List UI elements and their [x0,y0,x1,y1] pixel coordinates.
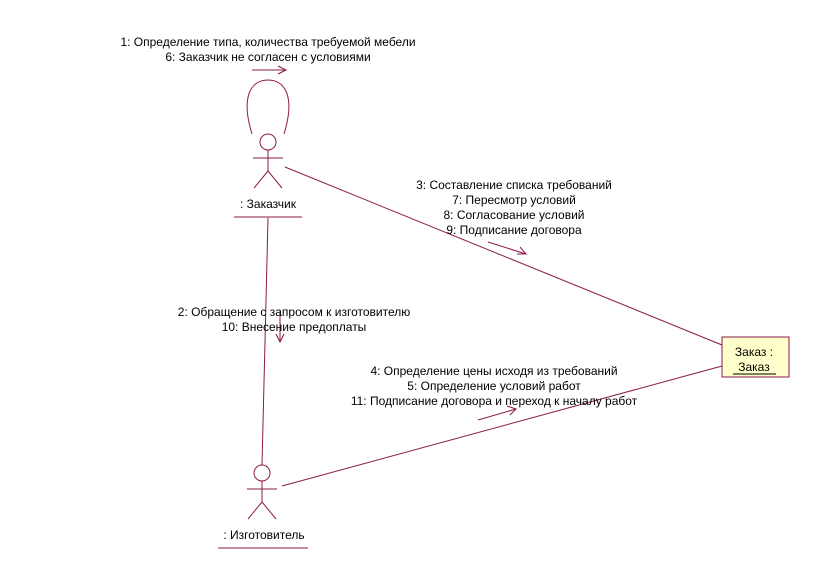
actor-icon [247,464,277,520]
self-message-arrow-icon [252,65,288,75]
message-label: 1: Определение типа, количества требуемо… [120,35,415,49]
message-label: 6: Заказчик не согласен с условиями [165,50,370,64]
actor-customer-label: : Заказчик [240,197,297,211]
customer-to-manufacturer-arrow-icon [275,310,285,344]
message-group-self: 1: Определение типа, количества требуемо… [120,35,415,64]
actor-manufacturer[interactable]: : Изготовитель [218,464,308,549]
message-group-customer-manufacturer: 2: Обращение с запросом к изготовителю 1… [178,305,410,334]
message-label: 2: Обращение с запросом к изготовителю [178,305,410,319]
message-label: 11: Подписание договора и переход к нача… [351,394,638,408]
object-order-box [721,336,790,378]
message-label: 5: Определение условий работ [407,379,581,393]
link-manufacturer-order [281,365,723,487]
manufacturer-to-order-arrow-icon [477,405,517,421]
object-order-name: Заказ : [735,345,773,359]
object-order-class: Заказ [738,360,770,374]
self-link-loop [246,79,290,135]
message-label: 4: Определение цены исходя из требований [370,364,617,378]
message-label: 9: Подписание договора [446,223,582,237]
customer-to-order-arrow-icon [487,241,528,255]
actor-icon [253,133,283,189]
actor-manufacturer-label: : Изготовитель [223,528,304,542]
object-order[interactable]: Заказ : Заказ [721,336,790,378]
link-customer-manufacturer [261,217,269,466]
message-label: 8: Согласование условий [444,208,585,222]
link-customer-order [284,166,723,346]
actor-customer[interactable]: : Заказчик [234,133,302,218]
message-label: 3: Составление списка требований [416,178,612,192]
message-group-manufacturer-order: 4: Определение цены исходя из требований… [351,364,638,408]
message-label: 7: Пересмотр условий [452,193,576,207]
message-label: 10: Внесение предоплаты [222,320,367,334]
message-group-customer-order: 3: Составление списка требований 7: Пере… [416,178,612,237]
